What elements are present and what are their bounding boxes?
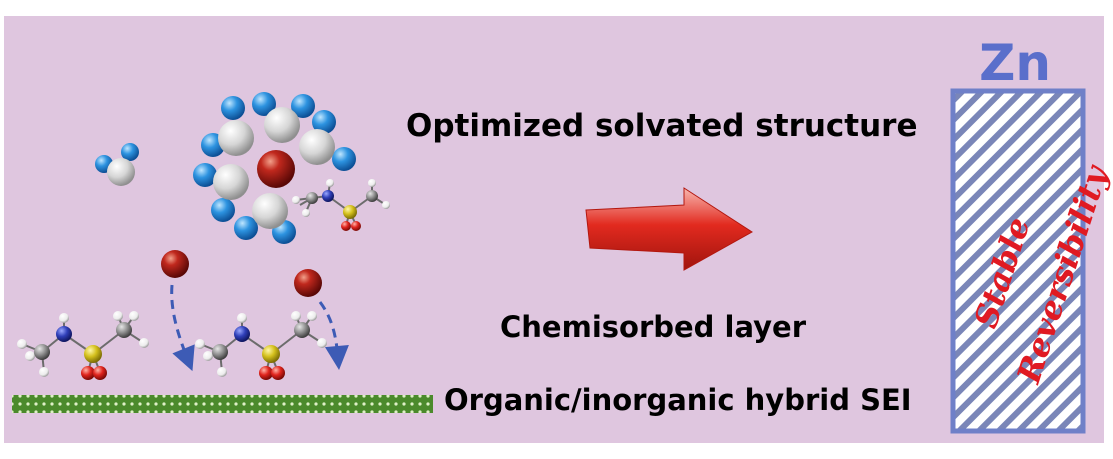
water-hydrogen-atom bbox=[312, 110, 336, 134]
free-water-molecule bbox=[95, 143, 139, 186]
water-hydrogen-atom bbox=[211, 198, 235, 222]
solvated-zn-cluster bbox=[193, 92, 390, 244]
water-oxygen-atom bbox=[299, 129, 335, 165]
dashed-flow-arrow bbox=[318, 301, 349, 370]
water-oxygen-atom bbox=[218, 120, 254, 156]
zn-electrode bbox=[950, 88, 1086, 434]
water-oxygen-atom bbox=[213, 164, 249, 200]
adsorbed-molecule-left bbox=[17, 311, 149, 380]
sei-substrate-layer bbox=[12, 395, 433, 413]
water-hydrogen-atom bbox=[193, 163, 217, 187]
zn-ion bbox=[257, 150, 295, 188]
water-hydrogen-atom bbox=[291, 94, 315, 118]
zn-electrode-label: Zn bbox=[979, 34, 1051, 92]
water-oxygen-atom bbox=[264, 107, 300, 143]
zn-ion bbox=[294, 269, 322, 297]
hybrid-sei-label: Organic/inorganic hybrid SEI bbox=[444, 383, 912, 417]
zn-ion-deposition-right bbox=[294, 269, 349, 370]
chemisorbed-layer-label: Chemisorbed layer bbox=[500, 310, 807, 344]
water-hydrogen-atom bbox=[252, 92, 276, 116]
water-hydrogen-atom bbox=[332, 147, 356, 171]
diagram-background bbox=[4, 16, 1104, 443]
dashed-flow-arrow bbox=[170, 284, 195, 372]
water-oxygen-atom bbox=[252, 193, 288, 229]
zn-ion bbox=[161, 250, 189, 278]
zn-ion-deposition-left bbox=[161, 250, 195, 372]
water-hydrogen-atom bbox=[234, 216, 258, 240]
adsorbed-molecule-right bbox=[195, 311, 327, 380]
water-oxygen-atom bbox=[107, 158, 135, 186]
water-hydrogen-atom bbox=[221, 96, 245, 120]
process-arrow bbox=[585, 187, 753, 271]
additive-molecule bbox=[292, 179, 390, 231]
water-hydrogen-atom bbox=[121, 143, 139, 161]
solvated-structure-label: Optimized solvated structure bbox=[406, 108, 918, 144]
